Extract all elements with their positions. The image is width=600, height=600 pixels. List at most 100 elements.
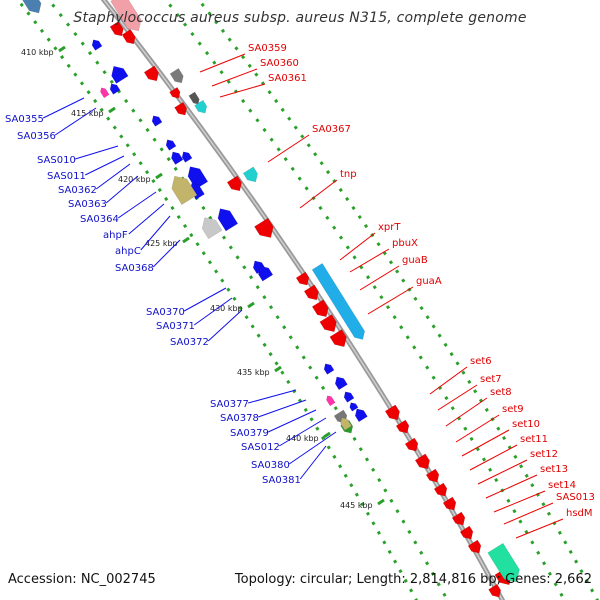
reverse-gene-2-shape (111, 65, 129, 84)
forward-leader-14 (461, 429, 510, 457)
pink-gene-2 (326, 395, 336, 407)
forward-gene-7 (303, 284, 319, 301)
forward-label-15: set11 (520, 434, 548, 445)
forward-leader-9 (367, 286, 414, 315)
khaki-gene-1-shape (171, 175, 198, 205)
forward-leader-4 (267, 134, 310, 163)
reverse-gene-6 (171, 151, 184, 165)
forward-label-19: SAS013 (556, 492, 595, 503)
forward-gene-19 (459, 525, 474, 540)
forward-gene-14 (414, 453, 430, 470)
reverse-gene-15-shape (343, 391, 355, 403)
reverse-label-5: SA0362 (58, 185, 97, 196)
forward-gene-16-shape (433, 482, 448, 497)
khaki-gene-2-shape (340, 417, 352, 431)
reverse-label-9: ahpC (115, 246, 141, 257)
forward-gene-13 (404, 437, 419, 452)
forward-gene-18 (451, 511, 466, 526)
khaki-gene-1 (171, 175, 198, 205)
forward-label-12: set8 (490, 387, 512, 398)
forward-gene-15 (425, 468, 440, 483)
forward-gene-17 (442, 496, 457, 511)
forward-label-16: set12 (530, 449, 558, 460)
forward-label-9: guaA (416, 276, 442, 287)
reverse-leader-19 (299, 445, 327, 480)
forward-label-10: set6 (470, 356, 492, 367)
scale-tick-mark-6 (274, 365, 282, 373)
dotted-track-4 (197, 0, 599, 600)
forward-gene-22 (488, 583, 502, 598)
forward-gene-8 (311, 299, 329, 318)
forward-leader-8 (359, 265, 400, 291)
reverse-leader-18 (288, 431, 337, 465)
forward-label-2: SA0360 (260, 58, 299, 69)
pink-gene-1-shape (100, 87, 110, 99)
cyan-gene-2 (242, 166, 258, 183)
reverse-gene-4-shape (151, 115, 163, 127)
forward-label-4: SA0367 (312, 124, 351, 135)
scale-tick-label-8: 445 kbp (340, 501, 373, 510)
dotted-track-3 (164, 0, 566, 600)
forward-gene-6-shape (295, 271, 310, 286)
forward-gene-2 (169, 87, 181, 99)
reverse-leader-1 (42, 97, 85, 119)
scale-tick-mark-3 (155, 172, 163, 180)
forward-gene-14-shape (414, 453, 430, 470)
reverse-label-13: SA0372 (170, 337, 209, 348)
reverse-gene-4 (151, 115, 163, 127)
reverse-leader-8 (128, 203, 165, 235)
reverse-gene-16-shape (349, 402, 359, 412)
reverse-gene-17 (354, 408, 368, 423)
forward-leader-2 (211, 68, 258, 87)
scale-tick-label-7: 440 kbp (286, 434, 319, 443)
forward-label-5: tnp (340, 169, 357, 180)
reverse-label-4: SAS011 (47, 171, 86, 182)
reverse-leader-2 (54, 107, 97, 136)
forward-gene-17-shape (442, 496, 457, 511)
scale-tick-mark-7 (323, 431, 331, 439)
grey-gene-2-shape (188, 91, 200, 105)
topology-text: Topology: circular; Length: 2,814,816 bp… (234, 572, 592, 587)
top-red-feature-b (121, 29, 136, 45)
scale-tick-label-1: 410 kbp (21, 48, 54, 57)
top-pink-feature (110, 0, 142, 32)
reverse-gene-17-shape (354, 408, 368, 423)
forward-gene-10 (329, 329, 347, 348)
dotted-tracks (16, 0, 599, 600)
forward-gene-9-shape (319, 314, 337, 333)
forward-label-1: SA0359 (248, 43, 287, 54)
reverse-gene-2 (111, 65, 129, 84)
top-left-feature (18, 0, 42, 14)
grey-gene-4 (201, 217, 223, 240)
gene-labels: SA0359SA0360SA0361SA0367tnpxprTpbuXguaBg… (5, 43, 595, 519)
forward-gene-2-shape (169, 87, 181, 99)
reverse-label-18: SA0380 (251, 460, 290, 471)
genome-backbone (100, 0, 506, 600)
forward-gene-4-shape (226, 175, 242, 192)
reverse-gene-14-shape (334, 376, 348, 391)
forward-label-6: xprT (378, 222, 401, 233)
reverse-gene-11 (252, 260, 266, 275)
reverse-label-8: ahpF (103, 230, 128, 241)
forward-gene-20-shape (467, 539, 482, 554)
forward-gene-20 (467, 539, 482, 554)
grey-gene-1 (169, 68, 184, 84)
reverse-leader-15 (258, 399, 307, 418)
forward-gene-6 (295, 271, 310, 286)
reverse-leader-11 (183, 287, 227, 312)
forward-leader-20 (515, 518, 564, 539)
reverse-gene-15 (343, 391, 355, 403)
reverse-label-7: SA0364 (80, 214, 119, 225)
forward-leader-5 (299, 179, 338, 209)
reverse-label-6: SA0363 (68, 199, 107, 210)
reverse-gene-12 (258, 265, 274, 282)
forward-gene-3-shape (174, 101, 188, 116)
reverse-gene-13 (323, 363, 335, 375)
reverse-gene-6-shape (171, 151, 184, 165)
forward-gene-9 (319, 314, 337, 333)
forward-label-14: set10 (512, 419, 540, 430)
forward-gene-12 (395, 419, 410, 434)
pink-gene-2-shape (326, 395, 336, 407)
forward-label-13: set9 (502, 404, 524, 415)
forward-gene-4 (226, 175, 242, 192)
